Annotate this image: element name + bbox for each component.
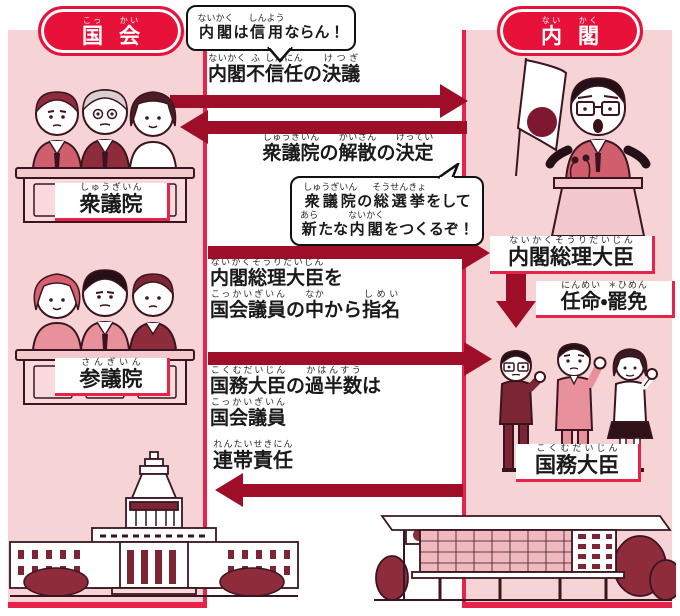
appoint-dismiss-label: 任命にんめい・罷免＊ひめん — [536, 281, 675, 318]
nominate-pm-label-line1: 内閣総理大臣ないかくそうりだいじんを — [210, 258, 344, 289]
general-election-speech-bubble: 衆議院しゅうぎいんの総選挙そうせんきょをして 新あらたな内閣ないかくをつくるぞ！ — [290, 163, 484, 246]
prime-ministers-office-building-illustration — [374, 515, 676, 601]
majority-label-line1: 国務大臣こくむだいじんの過半数かはんすうは — [210, 366, 382, 397]
no-confidence-label: 内閣ないかく不ふ信任しんにんの決議けつぎ — [208, 54, 361, 85]
dissolution-label: 衆議院しゅうぎいんの解散かいさんの決定けってい — [262, 133, 434, 164]
speech-bubble-text-line2: 新あらたな内閣ないかくをつくるぞ！ — [300, 211, 474, 238]
prime-minister-label: 内閣総理大臣ないかくそうりだいじん — [490, 236, 655, 275]
cabinet-badge: 内ない閣かく — [497, 6, 643, 56]
ministers-of-state-illustration — [498, 343, 658, 476]
speech-bubble-text: 内閣ないかくは信用しんようならん！ — [197, 14, 345, 41]
diet-badge: 国こっ会かい — [38, 6, 184, 56]
ministers-of-state-label: 国務大臣こくむだいじん — [516, 444, 641, 483]
national-diet-building-illustration — [9, 451, 299, 597]
speech-bubble-text-line1: 衆議院しゅうぎいんの総選挙そうせんきょをして — [303, 183, 471, 210]
speech-tail-icon — [437, 163, 460, 180]
cabinet-badge-label: 内ない閣かく — [541, 15, 599, 48]
majority-label-line2: 国会議員こっかいぎいん — [210, 398, 287, 429]
prime-minister-at-podium-illustration — [515, 57, 651, 237]
speech-tail-icon — [267, 47, 293, 63]
house-of-representatives-label: 衆議院しゅうぎいん — [55, 183, 170, 222]
no-confidence-speech-bubble: 内閣ないかくは信用しんようならん！ — [186, 5, 356, 63]
nominate-pm-label-line2: 国会議員こっかいぎいんの中なかから指名しめい — [210, 290, 401, 321]
diet-badge-label: 国こっ会かい — [82, 15, 140, 48]
house-of-councillors-label: 参議院さんぎいん — [55, 358, 170, 397]
joint-responsibility-label: 連帯責任れんたいせきにん — [213, 440, 293, 472]
